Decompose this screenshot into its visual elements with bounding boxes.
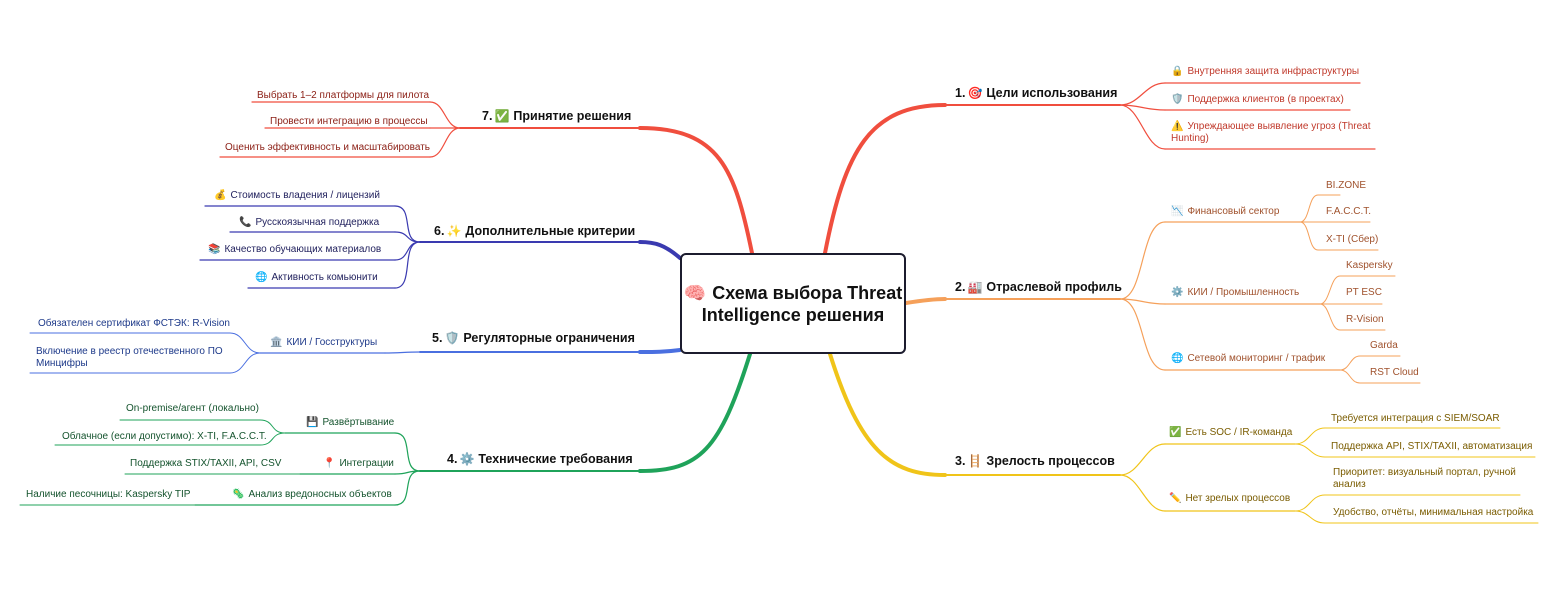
branch-4-item-2[interactable]: 📍Интеграции [323, 458, 394, 469]
floppy-icon: 💾 [306, 417, 319, 428]
branch-4-item-3-child-1[interactable]: Наличие песочницы: Kaspersky TIP [26, 489, 191, 500]
connector-b2-main [904, 297, 947, 305]
branch-2-topic[interactable]: 2.🏭Отраслевой профиль [955, 280, 1122, 295]
branch-2-item-3-child-2[interactable]: RST Cloud [1370, 367, 1419, 378]
branch-3-item-2[interactable]: ✏️Нет зрелых процессов [1169, 493, 1291, 504]
branch-7-item-3[interactable]: Оценить эффективность и масштабировать [225, 142, 430, 153]
branch-7-item-1[interactable]: Выбрать 1–2 платформы для пилота [257, 90, 430, 101]
branch-7-topic[interactable]: 7.✅Принятие решения [482, 109, 631, 124]
gear-icon: ⚙️ [1171, 287, 1184, 298]
connector-b4-main [638, 352, 752, 473]
branch-2-item-2-child-2[interactable]: PT ESC [1346, 287, 1382, 298]
ladder-icon: 🪜 [967, 454, 983, 468]
factory-icon: 🏭 [967, 280, 983, 294]
connector-b3-main [828, 352, 947, 477]
branch-4-item-1-child-2[interactable]: Облачное (если допустимо): X-TI, F.A.C.C… [62, 431, 267, 442]
globe-icon: 🌐 [255, 272, 268, 283]
lock-icon: 🔒 [1171, 66, 1184, 77]
checkbox-icon: ✅ [1169, 427, 1182, 438]
branch-7-number: 7. [482, 109, 493, 123]
branch-6-item-4[interactable]: 🌐Активность комьюнити [255, 272, 378, 283]
branch-6-item-1[interactable]: 💰Стоимость владения / лицензий [214, 190, 380, 201]
branch-3-topic[interactable]: 3.🪜Зрелость процессов [955, 454, 1115, 469]
branch-4-item-3[interactable]: 🦠Анализ вредоносных объектов [232, 489, 392, 500]
gear-icon: ⚙️ [459, 452, 475, 466]
branch-2-item-1[interactable]: 📉Финансовый сектор [1171, 206, 1280, 217]
books-icon: 📚 [208, 244, 221, 255]
target-icon: 🎯 [967, 86, 983, 100]
branch-5-number: 5. [432, 331, 443, 345]
money-bag-icon: 💰 [214, 190, 227, 201]
branch-3-label: Зрелость процессов [986, 454, 1115, 468]
branch-5-item-1[interactable]: 🏛️КИИ / Госструктуры [270, 337, 378, 348]
connector-b5-main [638, 348, 682, 354]
branch-2-item-3[interactable]: 🌐Сетевой мониторинг / трафик [1171, 353, 1326, 364]
bank-icon: 🏛️ [270, 337, 283, 348]
branch-1-topic[interactable]: 1.🎯Цели использования [955, 86, 1117, 101]
connector-b7-main [638, 126, 754, 255]
shield-icon: 🛡️ [1171, 94, 1184, 105]
branch-5-item-1-child-1[interactable]: Обязателен сертификат ФСТЭК: R-Vision [38, 318, 230, 329]
pin-icon: 📍 [323, 458, 336, 469]
branch-2-item-3-child-1[interactable]: Garda [1370, 340, 1398, 351]
branch-4-item-2-child-1[interactable]: Поддержка STIX/TAXII, API, CSV [130, 458, 282, 469]
central-topic[interactable]: 🧠Схема выбора Threat Intelligence решени… [680, 253, 906, 354]
branch-2-item-1-child-2[interactable]: F.A.C.C.T. [1326, 206, 1372, 217]
branch-5-item-1-child-2[interactable]: Включение в реестр отечественного ПО Мин… [36, 346, 223, 369]
sparkle-icon: ✨ [446, 224, 462, 238]
branch-4-topic[interactable]: 4.⚙️Технические требования [447, 452, 633, 467]
branch-6-item-3[interactable]: 📚Качество обучающих материалов [208, 244, 382, 255]
branch-3-item-1-child-1[interactable]: Требуется интеграция с SIEM/SOAR [1331, 413, 1500, 424]
branch-6-item-2[interactable]: 📞Русскоязычная поддержка [239, 217, 380, 228]
warning-icon: ⚠️ [1171, 121, 1184, 132]
branch-2-item-2[interactable]: ⚙️КИИ / Промышленность [1171, 287, 1300, 298]
branch-3-item-2-child-2[interactable]: Удобство, отчёты, минимальная настройка [1333, 507, 1534, 518]
globe-icon: 🌐 [1171, 353, 1184, 364]
branch-6-topic[interactable]: 6.✨Дополнительные критерии [434, 224, 635, 239]
branch-4-item-1[interactable]: 💾Развёртывание [306, 417, 395, 428]
branch-6-number: 6. [434, 224, 445, 238]
branch-2-item-1-child-3[interactable]: X-TI (Сбер) [1326, 234, 1379, 245]
branch-3-number: 3. [955, 454, 966, 468]
branch-1-item-3[interactable]: ⚠️Упреждающее выявление угроз (Threat Hu… [1171, 121, 1371, 144]
connector-b6-main [638, 240, 682, 260]
branch-3-item-1[interactable]: ✅Есть SOC / IR-команда [1169, 427, 1293, 438]
branch-2-label: Отраслевой профиль [986, 280, 1122, 294]
branch-1-label: Цели использования [986, 86, 1118, 100]
phone-icon: 📞 [239, 217, 252, 228]
branch-4-label: Технические требования [478, 452, 633, 466]
brain-icon: 🧠 [683, 282, 707, 303]
chart-icon: 📉 [1171, 206, 1184, 217]
branch-3-item-1-child-2[interactable]: Поддержка API, STIX/TAXII, автоматизация [1331, 441, 1533, 452]
branch-5-topic[interactable]: 5.🛡️Регуляторные ограничения [432, 331, 635, 346]
branch-2-item-2-child-1[interactable]: Kaspersky [1346, 260, 1393, 271]
branch-2-number: 2. [955, 280, 966, 294]
branch-7-label: Принятие решения [513, 109, 632, 123]
branch-4-item-1-child-1[interactable]: On-premise/агент (локально) [126, 403, 259, 414]
pencil-icon: ✏️ [1169, 493, 1182, 504]
branch-6-label: Дополнительные критерии [465, 224, 636, 238]
central-topic-title: Схема выбора Threat Intelligence решения [701, 282, 903, 325]
branch-5-label: Регуляторные ограничения [463, 331, 635, 345]
branch-4-number: 4. [447, 452, 458, 466]
branch-7-item-2[interactable]: Провести интеграцию в процессы [270, 116, 428, 127]
shield-icon: 🛡️ [444, 331, 460, 345]
check-icon: ✅ [494, 109, 510, 123]
branch-2-item-2-child-3[interactable]: R-Vision [1346, 314, 1384, 325]
branch-3-item-2-child-1[interactable]: Приоритет: визуальный портал, ручной ана… [1333, 467, 1516, 490]
microbe-icon: 🦠 [232, 489, 245, 500]
connector-b1-main [823, 103, 947, 255]
branch-2-item-1-child-1[interactable]: BI.ZONE [1326, 180, 1367, 191]
branch-1-item-2[interactable]: 🛡️Поддержка клиентов (в проектах) [1171, 94, 1344, 105]
branch-1-number: 1. [955, 86, 966, 100]
branch-1-item-1[interactable]: 🔒Внутренняя защита инфраструктуры [1171, 66, 1360, 77]
